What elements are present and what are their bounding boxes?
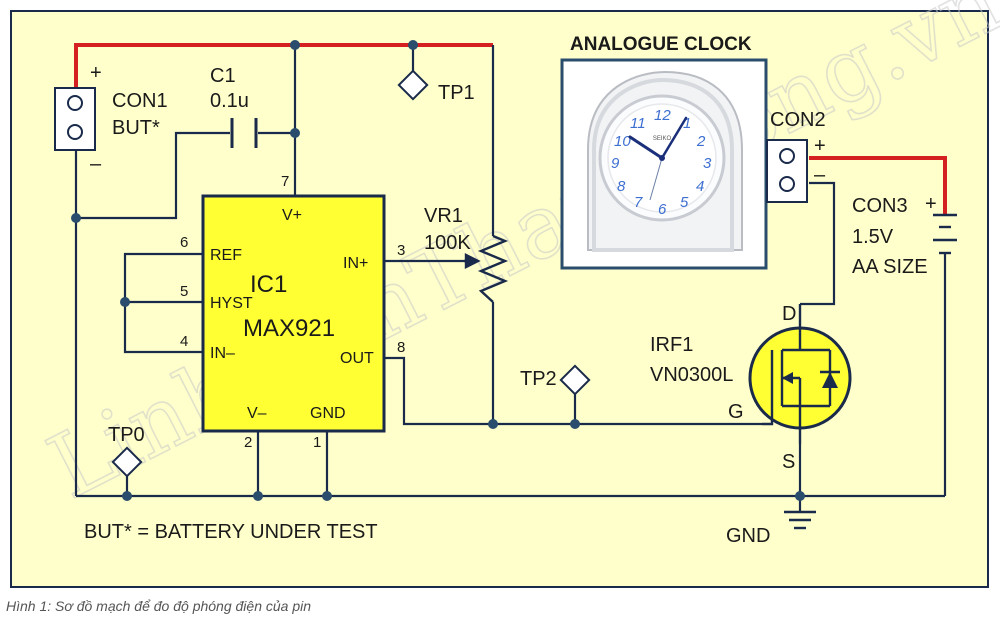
clock-numeral-12: 12 bbox=[654, 107, 671, 124]
clock-hour-hand bbox=[628, 135, 664, 160]
battery-size: AA SIZE bbox=[852, 256, 928, 278]
vr1-potentiometer bbox=[464, 234, 509, 303]
ic1-pin-out: OUT bbox=[340, 350, 374, 367]
but-label: BUT* bbox=[112, 117, 160, 139]
pin-number-2: 2 bbox=[244, 434, 252, 451]
pin-number-1: 1 bbox=[313, 434, 321, 451]
con1-plus-sign: + bbox=[90, 62, 102, 84]
figure-caption: Hình 1: Sơ đồ mạch để đo độ phóng điện c… bbox=[6, 598, 312, 614]
ic1-pin-inminus: IN– bbox=[210, 345, 235, 362]
con2-label: CON2 bbox=[770, 109, 826, 131]
ic1-pin-hyst: HYST bbox=[210, 295, 253, 312]
clock-numeral-11: 11 bbox=[630, 115, 646, 132]
ground-symbol bbox=[784, 510, 816, 530]
ic1-pin-vminus: V– bbox=[247, 405, 267, 422]
clock-numeral-9: 9 bbox=[611, 155, 620, 172]
positive-rail bbox=[74, 43, 947, 215]
pin-number-8: 8 bbox=[397, 339, 405, 356]
clock-numeral-4: 4 bbox=[696, 178, 704, 195]
pin-number-5: 5 bbox=[180, 283, 188, 300]
but-note: BUT* = BATTERY UNDER TEST bbox=[84, 521, 378, 543]
clock-brand: SEIKO bbox=[653, 136, 672, 142]
mosfet-gate-label: G bbox=[728, 401, 744, 423]
con1-label: CON1 bbox=[112, 90, 168, 112]
ic1-name: IC1 bbox=[250, 271, 287, 298]
con3-battery bbox=[933, 213, 957, 255]
con3-plus-sign: + bbox=[925, 193, 937, 215]
irf1-mosfet bbox=[748, 304, 852, 444]
irf1-label: IRF1 bbox=[650, 334, 693, 356]
gnd-label: GND bbox=[726, 525, 770, 547]
con2-plus-sign: + bbox=[814, 135, 826, 157]
clock-numeral-6: 6 bbox=[658, 201, 667, 218]
ic1-pin-ref: REF bbox=[210, 247, 242, 264]
clock-second-hand bbox=[649, 157, 663, 201]
con2-connector bbox=[766, 139, 808, 203]
vr1-value: 100K bbox=[424, 232, 471, 254]
battery-voltage: 1.5V bbox=[852, 226, 894, 248]
tp0-test-point bbox=[111, 446, 143, 478]
clock-minute-hand bbox=[660, 116, 688, 160]
con2-minus-sign: – bbox=[814, 164, 826, 186]
pin-number-7: 7 bbox=[281, 173, 289, 190]
pin-number-4: 4 bbox=[180, 333, 188, 350]
c1-value: 0.1u bbox=[210, 90, 249, 112]
analogue-clock-label: ANALOGUE CLOCK bbox=[570, 34, 752, 55]
junction-dots bbox=[71, 40, 805, 501]
ic1-pin-gnd: GND bbox=[310, 405, 346, 422]
pin-number-6: 6 bbox=[180, 234, 188, 251]
tp0-label: TP0 bbox=[108, 424, 145, 446]
ic1-pin-vplus: V+ bbox=[282, 207, 302, 224]
tp1-label: TP1 bbox=[438, 82, 475, 104]
clock-numeral-1: 1 bbox=[683, 115, 691, 132]
ic1-max921 bbox=[201, 194, 386, 433]
ic1-part: MAX921 bbox=[243, 315, 335, 342]
clock-numeral-2: 2 bbox=[696, 133, 706, 150]
tp1-test-point bbox=[397, 69, 429, 101]
pin-number-3: 3 bbox=[397, 242, 405, 259]
clock-numeral-8: 8 bbox=[617, 178, 626, 195]
mosfet-drain-label: D bbox=[782, 303, 796, 325]
con1-minus-sign: – bbox=[90, 153, 102, 175]
analogue-clock: 12 1 2 3 4 5 6 7 8 9 10 11 SEIKO bbox=[560, 58, 768, 270]
con1-connector bbox=[54, 87, 96, 151]
c1-capacitor bbox=[230, 118, 258, 148]
tp2-test-point bbox=[559, 364, 591, 396]
vr1-label: VR1 bbox=[424, 205, 463, 227]
mosfet-source-label: S bbox=[782, 451, 795, 473]
clock-numeral-5: 5 bbox=[680, 194, 689, 211]
irf1-part: VN0300L bbox=[650, 364, 733, 386]
clock-numeral-7: 7 bbox=[634, 194, 643, 211]
con3-label: CON3 bbox=[852, 195, 908, 217]
c1-label: C1 bbox=[210, 65, 236, 87]
schematic-frame bbox=[10, 10, 989, 588]
tp2-label: TP2 bbox=[520, 368, 557, 390]
clock-numeral-10: 10 bbox=[614, 133, 631, 150]
clock-numeral-3: 3 bbox=[703, 155, 712, 172]
ic1-pin-inplus: IN+ bbox=[343, 255, 368, 272]
